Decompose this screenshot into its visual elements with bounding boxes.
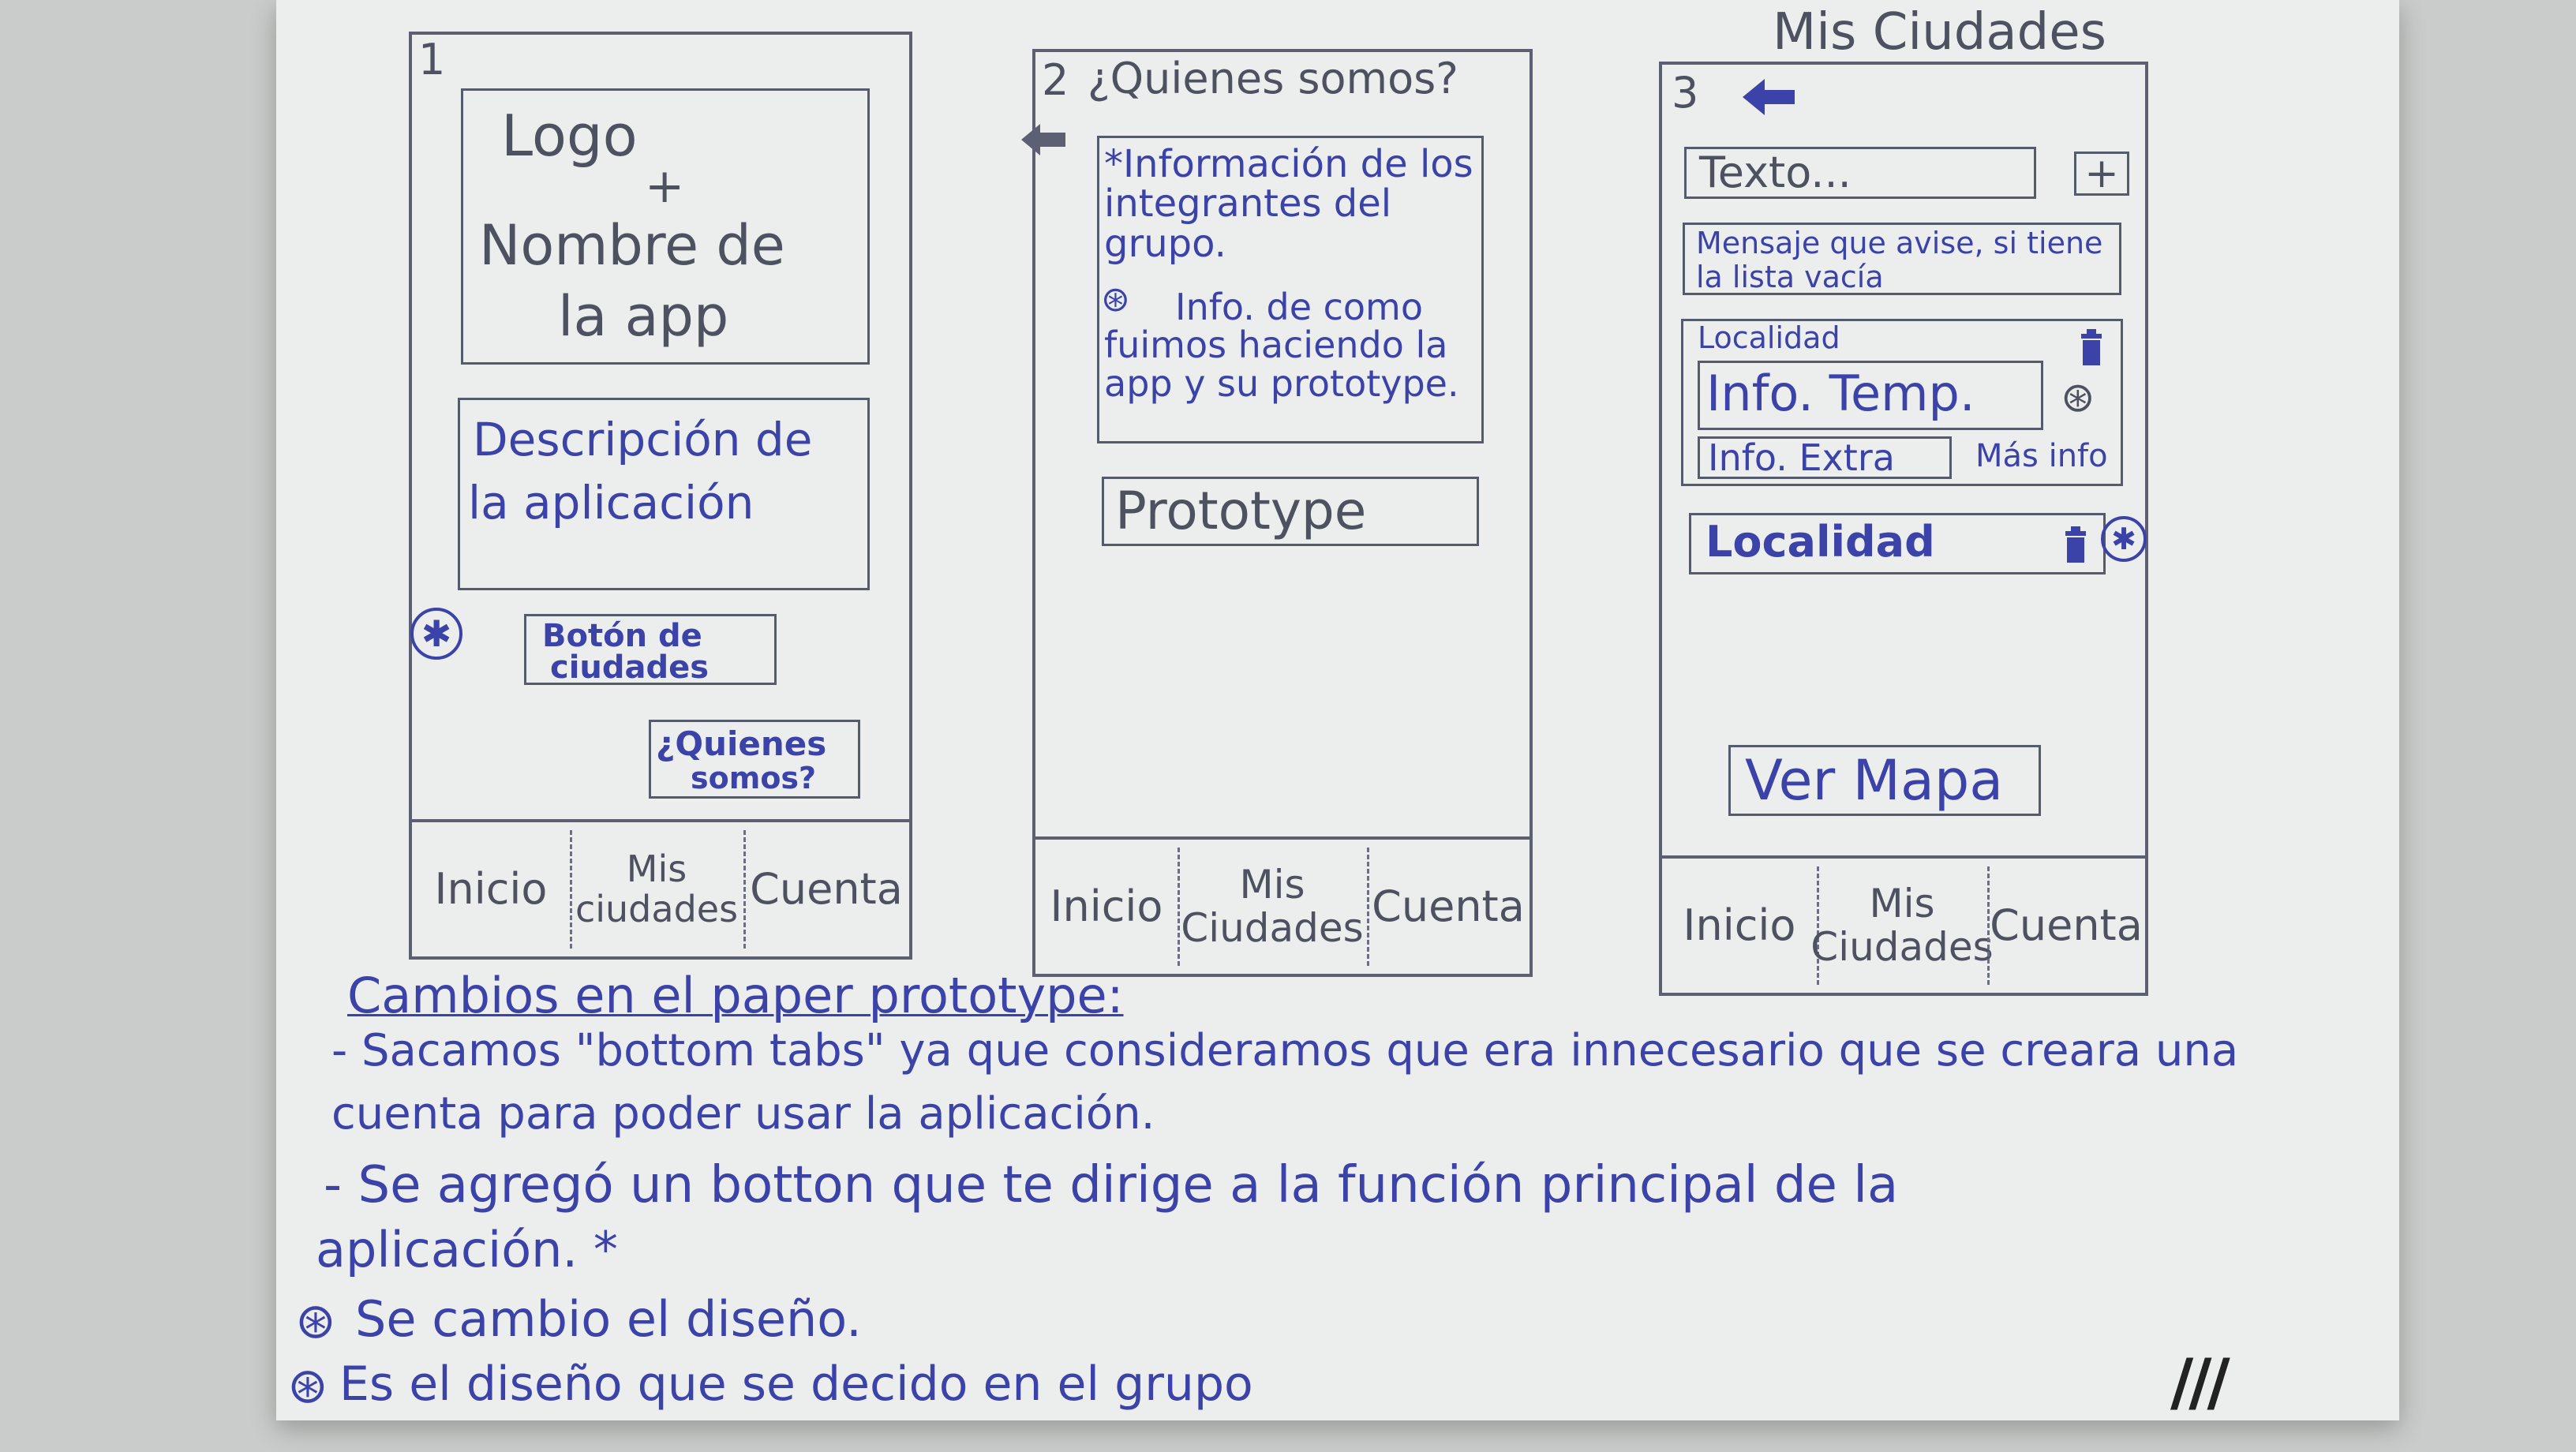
team-info-box: *Información de los integrantes del grup… [1097, 136, 1484, 443]
extra-info: Info. Extra [1708, 436, 1895, 479]
about-us-line1: ¿Quienes [656, 724, 827, 763]
tab-inicio[interactable]: Inicio [434, 864, 548, 915]
cities-button-line1: Botón de [542, 618, 702, 654]
tab-inicio[interactable]: Inicio [1050, 881, 1163, 932]
trash-icon[interactable] [2062, 525, 2089, 564]
description-line2: la aplicación [468, 476, 754, 530]
tab-cuenta[interactable]: Cuenta [1990, 900, 2143, 951]
logo-text: Logo [501, 103, 638, 169]
process-info: Info. de como fuimos haciendo la app y s… [1104, 286, 1459, 405]
asterisk-circle-icon: ⊛ [295, 1292, 336, 1349]
tab-divider [743, 830, 746, 949]
back-arrow-icon[interactable] [1741, 76, 1796, 118]
about-us-button[interactable]: ¿Quienes somos? [649, 720, 860, 799]
more-info-link[interactable]: Más info [1975, 438, 2108, 474]
view-map-button[interactable]: Ver Mapa [1728, 745, 2041, 816]
description-line1: Descripción de [473, 413, 813, 466]
notes-heading: Cambios en el paper prototype: [347, 967, 1124, 1024]
notes-line-3: - Se agregó un botton que te dirige a la… [324, 1156, 1899, 1214]
tab-cuenta[interactable]: Cuenta [750, 864, 903, 915]
notes-line-2: cuenta para poder usar la aplicación. [331, 1088, 1155, 1140]
city-card-title: Localidad [1698, 320, 1840, 355]
prototype-button-label: Prototype [1115, 481, 1367, 541]
bottom-tabs: Inicio Mis Ciudades Cuenta [1035, 836, 1530, 974]
about-us-line2: somos? [691, 761, 817, 795]
tab-divider [1817, 866, 1819, 985]
screen-title: ¿Quienes somos? [1088, 54, 1458, 103]
city-card-title: Localidad [1705, 517, 1935, 567]
page-mark: /// [2170, 1345, 2230, 1419]
app-name-line2: la app [558, 284, 729, 349]
tab-divider [570, 830, 572, 949]
bottom-tabs: Inicio Mis Ciudades Cuenta [1662, 855, 2145, 993]
tab-mis-ciudades[interactable]: Mis Ciudades [1810, 881, 1994, 970]
cities-button[interactable]: Botón de ciudades [524, 614, 777, 685]
extra-info-box: Info. Extra [1698, 436, 1952, 479]
asterisk-circle-icon: ⊛ [287, 1357, 328, 1414]
screen-number: 2 [1042, 55, 1069, 105]
tab-mis-ciudades[interactable]: Mis ciudades [575, 848, 739, 930]
add-button[interactable]: + [2074, 152, 2129, 196]
back-arrow-icon[interactable] [1020, 120, 1067, 159]
tab-divider [1367, 848, 1369, 966]
cities-button-line2: ciudades [550, 649, 710, 686]
text-input-value: Texto... [1699, 148, 1852, 197]
app-name-line1: Nombre de [479, 213, 785, 278]
team-members-info: *Información de los integrantes del grup… [1104, 142, 1473, 266]
asterisk-circle-icon: ⊛ [2061, 374, 2095, 421]
empty-list-message: Mensaje que avise, si tiene la lista vac… [1683, 223, 2121, 295]
city-card[interactable]: Localidad Info. Temp. ⊛ Info. Extra Más … [1681, 319, 2123, 486]
screen-number: 3 [1672, 68, 1699, 118]
asterisk-circle-icon: ✱ [2101, 516, 2147, 562]
text-input[interactable]: Texto... [1684, 147, 2036, 199]
tab-mis-ciudades[interactable]: Mis Ciudades [1181, 862, 1364, 951]
asterisk-circle-icon: ✱ [410, 608, 462, 660]
tab-divider [1178, 848, 1180, 966]
logo-plus: + [645, 159, 685, 214]
plus-icon: + [2084, 150, 2119, 197]
temperature-info: Info. Temp. [1706, 365, 1975, 422]
notes-line-1: - Sacamos "bottom tabs" ya que considera… [331, 1025, 2239, 1076]
phone-screen-3: 3 Texto... + Mensaje que avise, si tiene… [1659, 62, 2148, 996]
paper-sheet [276, 0, 2399, 1420]
notes-line-4: aplicación. * [316, 1221, 618, 1278]
description-box: Descripción de la aplicación [458, 398, 870, 590]
screen-number: 1 [418, 35, 446, 84]
asterisk-circle-icon: ⊛ [1101, 279, 1130, 320]
city-card[interactable]: Localidad [1689, 513, 2106, 574]
phone-screen-1: 1 Logo + Nombre de la app Descripción de… [409, 32, 912, 960]
logo-box: Logo + Nombre de la app [461, 88, 870, 365]
prototype-button[interactable]: Prototype [1102, 477, 1479, 546]
empty-list-text: Mensaje que avise, si tiene la lista vac… [1696, 226, 2103, 294]
tab-cuenta[interactable]: Cuenta [1372, 881, 1525, 932]
temperature-info-box: Info. Temp. [1698, 361, 2043, 430]
notes-line-6: Es el diseño que se decido en el grupo [339, 1357, 1253, 1412]
bottom-tabs: Inicio Mis ciudades Cuenta [412, 819, 909, 956]
trash-icon[interactable] [2078, 327, 2105, 367]
tab-inicio[interactable]: Inicio [1683, 900, 1796, 951]
screen-header: Mis Ciudades [1773, 3, 2106, 62]
tab-divider [1987, 866, 1990, 985]
phone-screen-2: 2 ¿Quienes somos? *Información de los in… [1021, 49, 1533, 977]
notes-line-5: Se cambio el diseño. [355, 1290, 862, 1348]
view-map-label: Ver Mapa [1745, 748, 2004, 813]
